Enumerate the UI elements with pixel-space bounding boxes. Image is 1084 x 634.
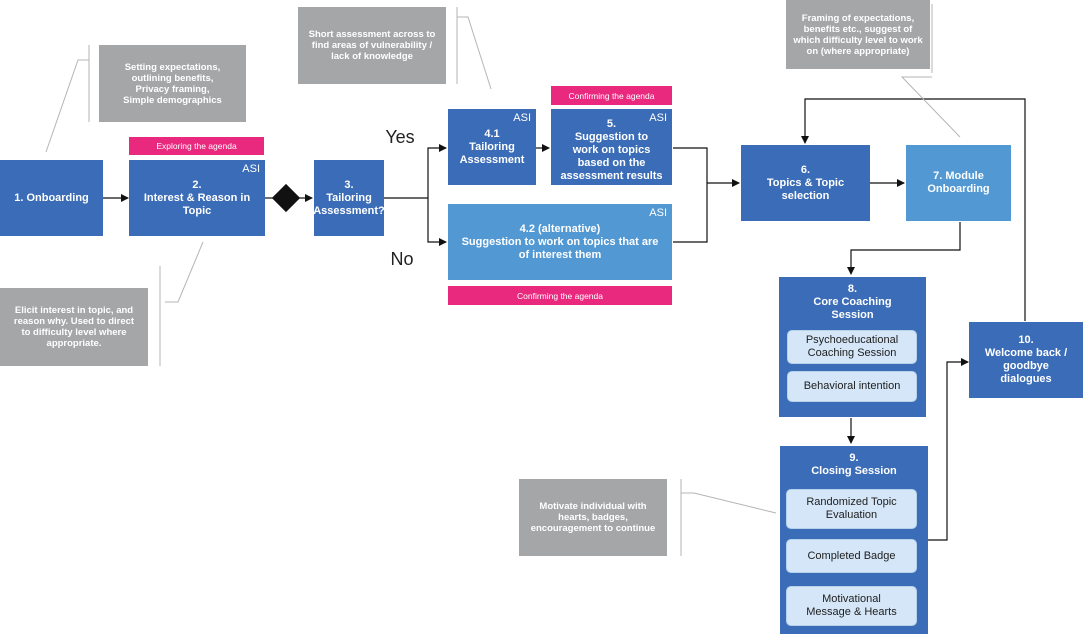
node-welcome-back[interactable]: 10. Welcome back / goodbye dialogues bbox=[969, 322, 1083, 398]
node-module-onboarding-label: 7. Module Onboarding bbox=[927, 170, 990, 195]
node-topics-selection-label: 6. Topics & Topic selection bbox=[766, 163, 845, 202]
node-tailoring-assessment-label: 4.1 Tailoring Assessment bbox=[459, 127, 525, 166]
note-framing-expectations: Framing of expectations, benefits etc., … bbox=[786, 0, 930, 69]
note-setting-expectations: Setting expectations, outlining benefits… bbox=[99, 45, 246, 122]
node-interest-reason-label: 2. Interest & Reason in Topic bbox=[143, 178, 251, 217]
core-coaching-session-title: 8. Core Coaching Session bbox=[813, 283, 892, 321]
callout-framing bbox=[900, 76, 961, 138]
node-suggestion-assessment-label: 5. Suggestion to work on topics based on… bbox=[560, 117, 663, 182]
tag-exploring-agenda: Exploring the agenda bbox=[129, 137, 264, 155]
closing-session-title: 9. Closing Session bbox=[811, 452, 897, 477]
arrow-10-to-6 bbox=[801, 98, 1026, 321]
callout-short bbox=[457, 16, 492, 90]
sub-randomized-topic-evaluation[interactable]: Randomized Topic Evaluation bbox=[786, 489, 917, 529]
node-tailoring-question-label: 3. Tailoring Assessment? bbox=[313, 178, 385, 217]
node-onboarding-label: 1. Onboarding bbox=[14, 191, 89, 204]
node-module-onboarding[interactable]: 7. Module Onboarding bbox=[906, 145, 1011, 221]
tag-confirming-agenda-bottom: Confirming the agenda bbox=[448, 286, 672, 305]
callout-setting bbox=[45, 45, 90, 153]
asi-label: ASI bbox=[649, 207, 667, 219]
note-motivate-individual: Motivate individual with hearts, badges,… bbox=[519, 479, 667, 556]
line-42-to-merge bbox=[673, 183, 708, 243]
sub-behavioral-intention[interactable]: Behavioral intention bbox=[787, 371, 917, 402]
arrow-split-no bbox=[427, 198, 447, 246]
callout-elicit bbox=[165, 241, 204, 303]
line-5-to-merge bbox=[673, 147, 708, 183]
node-welcome-back-label: 10. Welcome back / goodbye dialogues bbox=[984, 334, 1068, 385]
note-elicit-interest: Elicit interest in topic, and reason why… bbox=[0, 288, 148, 366]
node-tailoring-assessment[interactable]: ASI 4.1 Tailoring Assessment bbox=[448, 109, 536, 185]
node-onboarding[interactable]: 1. Onboarding bbox=[0, 160, 103, 236]
node-topics-selection[interactable]: 6. Topics & Topic selection bbox=[741, 145, 870, 221]
branch-label-yes: Yes bbox=[385, 126, 415, 147]
callout-motivate bbox=[681, 492, 777, 514]
sub-completed-badge[interactable]: Completed Badge bbox=[786, 539, 917, 573]
decision-diamond bbox=[271, 183, 301, 213]
node-tailoring-question[interactable]: 3. Tailoring Assessment? bbox=[313, 160, 385, 236]
node-interest-reason[interactable]: ASI 2. Interest & Reason in Topic bbox=[129, 160, 265, 236]
sub-motivational-message[interactable]: Motivational Message & Hearts bbox=[786, 586, 917, 626]
arrow-9-to-10 bbox=[928, 358, 969, 541]
arrow-7-to-8 bbox=[847, 222, 961, 275]
asi-label: ASI bbox=[242, 163, 260, 175]
arrow-split-yes bbox=[427, 144, 447, 198]
node-alternative-suggestion-label: 4.2 (alternative) Suggestion to work on … bbox=[461, 222, 659, 261]
branch-label-no: No bbox=[390, 248, 414, 269]
node-alternative-suggestion[interactable]: ASI 4.2 (alternative) Suggestion to work… bbox=[448, 204, 672, 280]
note-short-assessment: Short assessment across to find areas of… bbox=[298, 7, 446, 84]
node-suggestion-assessment[interactable]: ASI 5. Suggestion to work on topics base… bbox=[551, 109, 672, 185]
core-coaching-session[interactable]: 8. Core Coaching Session Psychoeducation… bbox=[779, 277, 926, 417]
asi-label: ASI bbox=[649, 112, 667, 124]
sub-psychoeducational-session[interactable]: Psychoeducational Coaching Session bbox=[787, 330, 917, 364]
closing-session[interactable]: 9. Closing Session Randomized Topic Eval… bbox=[780, 446, 928, 634]
asi-label: ASI bbox=[513, 112, 531, 124]
tag-confirming-agenda-top: Confirming the agenda bbox=[551, 86, 672, 105]
